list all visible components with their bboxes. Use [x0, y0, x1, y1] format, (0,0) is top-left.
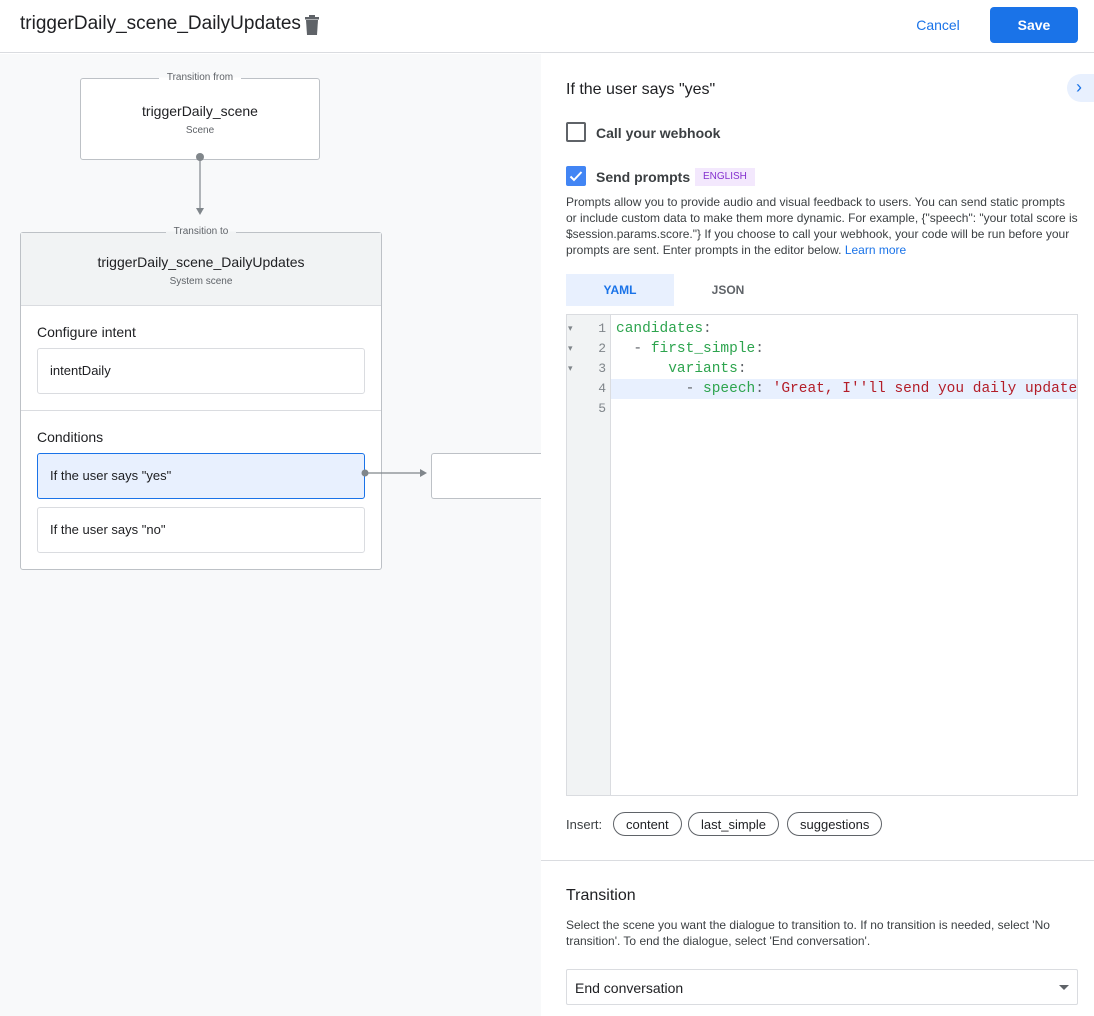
- line-number-text: 4: [598, 381, 606, 396]
- insert-chip-suggestions[interactable]: suggestions: [787, 812, 883, 836]
- line-number: 4: [567, 379, 610, 399]
- insert-label: Insert:: [566, 817, 603, 832]
- trash-icon[interactable]: [304, 15, 320, 35]
- transition-select-value: End conversation: [575, 980, 684, 996]
- line-number: ▾1: [567, 319, 610, 339]
- tab-json[interactable]: JSON: [711, 283, 745, 297]
- to-scene-name: triggerDaily_scene_DailyUpdates: [97, 254, 305, 270]
- code-line: variants:: [616, 359, 1077, 379]
- code-token: :: [755, 341, 764, 357]
- prompts-checkbox[interactable]: [566, 166, 586, 186]
- divider: [541, 860, 1094, 861]
- transition-to-label: Transition to: [165, 226, 237, 237]
- code-token: :: [755, 381, 773, 397]
- code-token: candidates: [616, 321, 704, 337]
- condition-panel: › If the user says "yes" Call your webho…: [541, 54, 1094, 1016]
- transition-select[interactable]: End conversation: [566, 969, 1078, 1005]
- code-line: - first_simple:: [616, 339, 1077, 359]
- connector-arrow: [196, 153, 204, 215]
- save-button[interactable]: Save: [990, 7, 1078, 43]
- cancel-button[interactable]: Cancel: [903, 7, 973, 43]
- check-icon: [569, 171, 583, 182]
- code-token: speech: [703, 381, 756, 397]
- from-scene-name: triggerDaily_scene: [142, 103, 258, 119]
- from-scene-type: Scene: [185, 125, 215, 136]
- code-token: :: [737, 361, 747, 377]
- target-scene-placeholder[interactable]: [431, 453, 551, 499]
- header: triggerDaily_scene_DailyUpdates Cancel S…: [0, 0, 1094, 53]
- tab-yaml[interactable]: YAML: [566, 274, 674, 306]
- transition-to-card: Transition to triggerDaily_scene_DailyUp…: [20, 226, 382, 570]
- code-line: - speech: 'Great, I''ll send you daily u…: [616, 379, 1078, 399]
- to-scene-type: System scene: [169, 276, 233, 287]
- code-token: -: [616, 341, 651, 357]
- fold-arrow-icon[interactable]: ▾: [568, 324, 573, 334]
- transition-from-card[interactable]: Transition from triggerDaily_scene Scene: [80, 72, 320, 160]
- active-line-highlight: [611, 379, 1077, 399]
- conditions-heading: Conditions: [37, 429, 104, 445]
- line-number-text: 5: [598, 401, 606, 416]
- insert-chip-content[interactable]: content: [613, 812, 682, 836]
- line-number-text: 2: [598, 341, 606, 356]
- code-token: :: [703, 321, 712, 337]
- code-line: candidates:: [616, 319, 1077, 339]
- chevron-right-icon[interactable]: ›: [1067, 74, 1094, 102]
- scene-canvas: Transition from triggerDaily_scene Scene…: [0, 54, 551, 1016]
- webhook-checkbox[interactable]: [566, 122, 586, 142]
- condition-no[interactable]: If the user says "no": [37, 507, 365, 553]
- code-token: first_simple: [650, 341, 756, 357]
- line-number: ▾2: [567, 339, 610, 359]
- transition-heading: Transition: [566, 887, 636, 904]
- condition-connector-arrow: [361, 469, 427, 477]
- insert-chip-last-simple[interactable]: last_simple: [688, 812, 780, 836]
- learn-more-link[interactable]: Learn more: [844, 243, 907, 257]
- code-token: variants: [668, 361, 738, 377]
- intent-field[interactable]: intentDaily: [37, 348, 365, 394]
- condition-yes[interactable]: If the user says "yes": [37, 453, 365, 499]
- line-number: ▾3: [567, 359, 610, 379]
- dropdown-arrow-icon: [1059, 985, 1069, 990]
- transition-from-label: Transition from: [158, 72, 242, 83]
- line-number: 5: [567, 399, 610, 419]
- fold-arrow-icon[interactable]: ▾: [568, 364, 573, 374]
- line-number-text: 1: [598, 321, 606, 336]
- fold-arrow-icon[interactable]: ▾: [568, 344, 573, 354]
- code-token: 'Great, I''ll send you daily updates.: [772, 381, 1078, 397]
- line-number-text: 3: [598, 361, 606, 376]
- panel-title: If the user says "yes": [566, 81, 716, 98]
- code-token: -: [616, 381, 704, 397]
- configure-intent-heading: Configure intent: [37, 324, 136, 340]
- prompts-description: Prompts allow you to provide audio and v…: [566, 195, 1078, 257]
- webhook-label: Call your webhook: [596, 125, 721, 141]
- code-token: [616, 361, 668, 377]
- page-title: triggerDaily_scene_DailyUpdates: [20, 13, 301, 34]
- language-badge: ENGLISH: [695, 168, 755, 186]
- transition-description: Select the scene you want the dialogue t…: [566, 918, 1050, 948]
- prompts-label: Send prompts: [596, 169, 691, 185]
- code-line: [616, 399, 1077, 419]
